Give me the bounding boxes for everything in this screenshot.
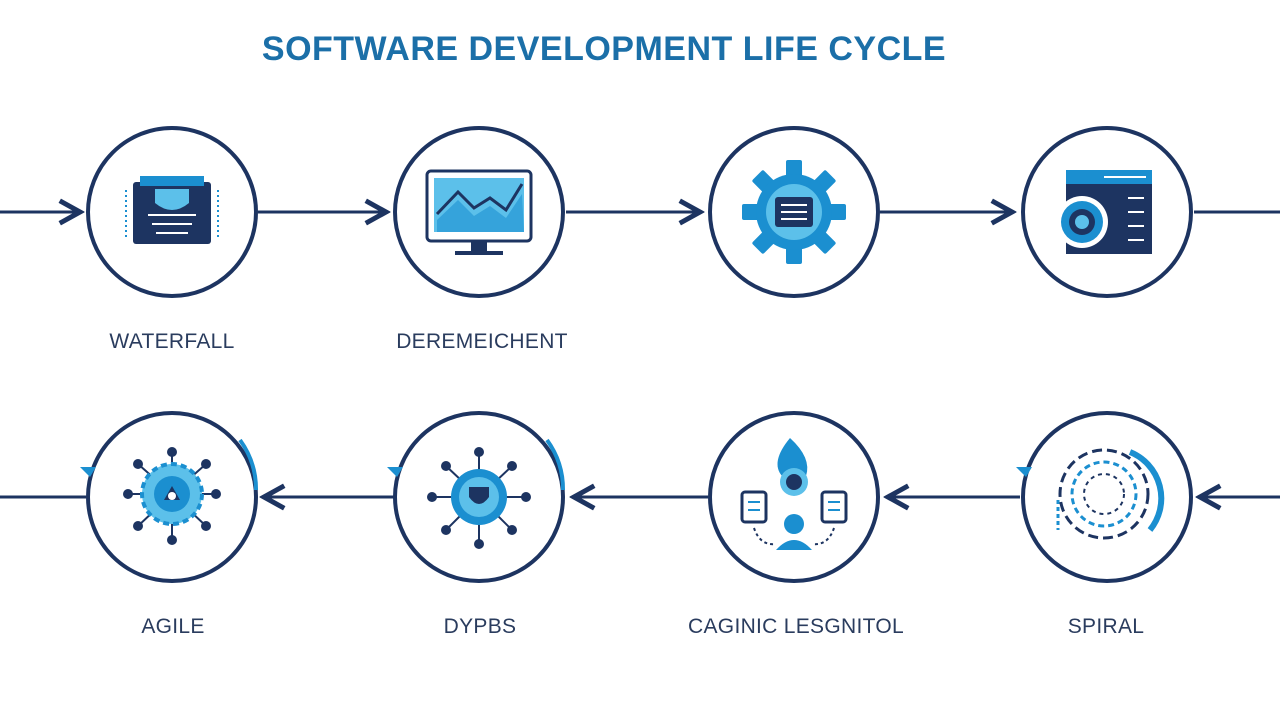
network-hub-icon: [123, 447, 221, 545]
document-monitor-icon: [125, 176, 219, 244]
label-devops: DYPBS: [443, 615, 517, 638]
design-node: [708, 126, 880, 298]
app-window-icon: [1056, 170, 1152, 254]
collaboration-node: [708, 411, 880, 583]
label-collaboration: CAGINIC LESGNITOL: [688, 615, 904, 638]
waterfall-node: [86, 126, 258, 298]
label-development: DEREMEICHENT: [396, 330, 568, 353]
label-agile: AGILE: [141, 615, 205, 638]
devops-node: [387, 411, 566, 583]
chart-monitor-icon: [425, 169, 533, 255]
label-spiral: SPIRAL: [1067, 615, 1145, 638]
spiral-node: [1016, 411, 1193, 583]
development-node: [393, 126, 565, 298]
gear-icon: [742, 160, 846, 264]
shield-hub-icon: [427, 447, 531, 549]
label-waterfall: WATERFALL: [109, 330, 235, 353]
diagram-title: SOFTWARE DEVELOPMENT LIFE CYCLE: [261, 30, 947, 68]
testing-node: [1021, 126, 1193, 298]
team-collaboration-icon: [740, 438, 848, 550]
spiral-icon: [1056, 448, 1165, 540]
agile-node: [80, 411, 259, 583]
